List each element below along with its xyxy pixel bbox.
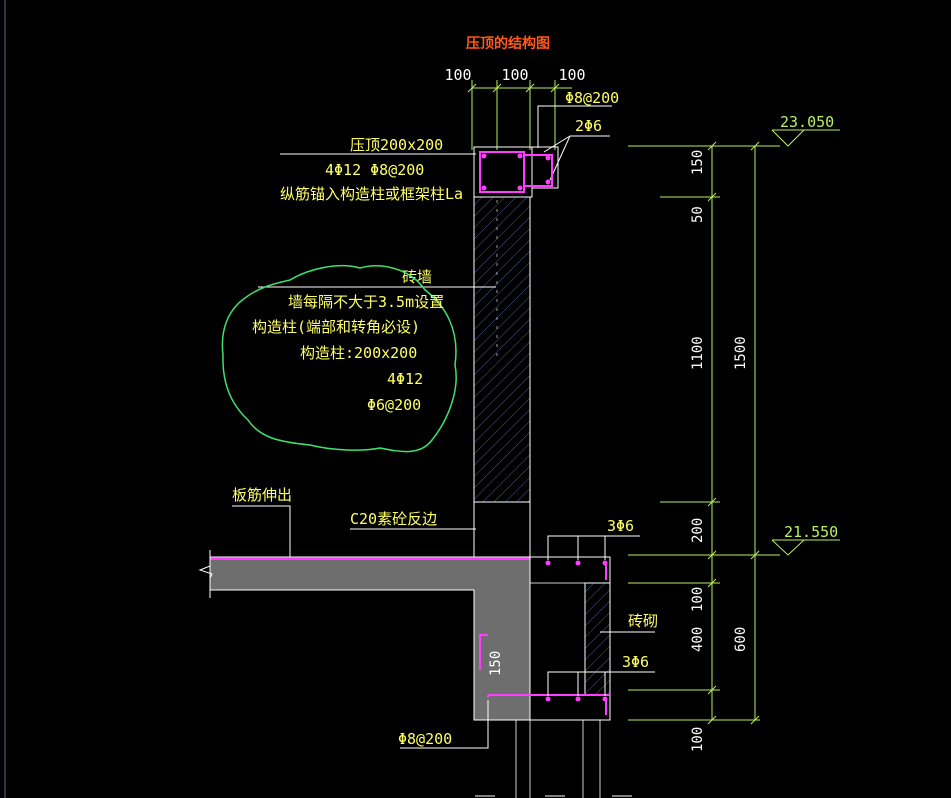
elevation-top: 23.050: [780, 113, 834, 131]
leader-3-6-bottom: [547, 671, 655, 696]
label-rebar-8-200-top: Φ8@200: [565, 89, 619, 107]
note-line-5: Φ6@200: [367, 396, 421, 414]
dim-1100: 1100: [690, 336, 706, 370]
elevation-marker-top: [771, 129, 840, 147]
dim-1500: 1500: [733, 336, 749, 370]
leader-rebar-8-200-bottom: [400, 700, 489, 749]
dim-50: 50: [690, 206, 706, 223]
drawing-title: 压顶的结构图: [466, 35, 550, 52]
label-dim-150-lower: 150: [488, 651, 504, 676]
dim-100-a: 100: [690, 587, 706, 612]
label-brick-wall: 砖墙: [402, 268, 432, 286]
dim-150: 150: [690, 150, 706, 175]
coping-rebar-cage: [479, 151, 525, 193]
top-dim-3: 100: [558, 66, 585, 84]
dim-400: 400: [690, 627, 706, 652]
dim-600: 600: [733, 627, 749, 652]
dim-200: 200: [690, 518, 706, 543]
leader-3-6-top: [547, 535, 640, 560]
note-line-3: 构造柱:200x200: [300, 344, 417, 362]
c20-curb: [473, 501, 531, 558]
label-curb: C20素砼反边: [350, 510, 437, 528]
bottom-extension-lines: [515, 720, 601, 798]
leader-rebar-8-200-top: [537, 105, 612, 148]
elevation-mid: 21.550: [784, 523, 838, 541]
label-rebar-8-200-bottom: Φ8@200: [398, 730, 452, 748]
top-dim-2: 100: [501, 66, 528, 84]
label-coping-rebar: 4Φ12 Φ8@200: [325, 161, 424, 179]
revision-cloud: [221, 264, 457, 453]
right-dimension-lines: [628, 141, 780, 725]
slab-beam-concrete: [209, 556, 531, 721]
brick-masonry: [584, 582, 611, 696]
label-rebar-2-6: 2Φ6: [575, 117, 602, 135]
dim-100-b: 100: [690, 727, 706, 752]
label-slab-rebar: 板筋伸出: [232, 486, 292, 504]
brick-wall: [473, 196, 531, 503]
label-anchorage: 纵筋锚入构造柱或框架柱La: [280, 185, 463, 203]
label-coping: 压顶200x200: [350, 136, 443, 154]
label-3-6-top: 3Φ6: [607, 517, 634, 535]
label-3-6-bottom: 3Φ6: [622, 653, 649, 671]
break-symbol: [198, 550, 213, 598]
top-dimension-group: [467, 80, 572, 150]
top-dim-1: 100: [444, 66, 471, 84]
label-brick-masonry: 砖砌: [628, 612, 658, 630]
note-line-2: 构造柱(端部和转角必设): [252, 318, 420, 336]
elevation-marker-mid: [771, 539, 840, 556]
leader-slab-rebar: [232, 505, 291, 560]
note-line-1: 墙每隔不大于3.5m设置: [288, 293, 444, 311]
note-line-4: 4Φ12: [387, 370, 423, 388]
